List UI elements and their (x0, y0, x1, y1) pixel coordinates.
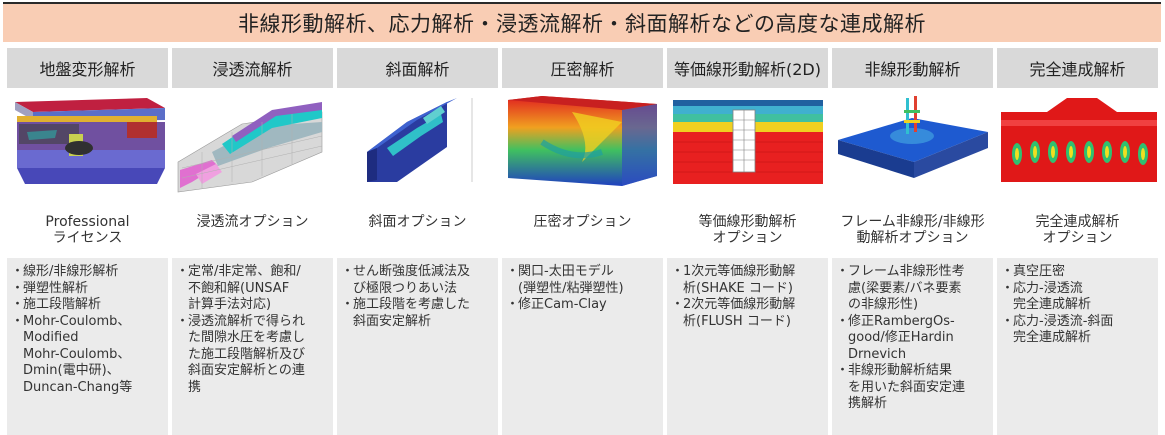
list-item: ・修正RambergOs- good/修正Hardin Drnevich (836, 313, 955, 362)
list-item: ・施工段階解析 (11, 297, 102, 312)
list-item: ・浸透流解析で得られ た間隙水圧を考慮し た施工段階解析及び 斜面安定解析との連… (176, 313, 306, 395)
bullet-icon: ・ (506, 264, 520, 279)
column-header: 圧密解析 (502, 48, 663, 88)
bullet-icon: ・ (836, 313, 850, 329)
bullet-icon: ・ (671, 297, 685, 312)
list-item: ・2次元等価線形動解 析(FLUSH コード) (671, 297, 796, 329)
feature-list: ・せん断強度低減法及 び極限つりあい法 ・施工段階を考慮した 斜面安定解析 (337, 258, 498, 435)
option-label: 斜面オプション (368, 214, 467, 230)
column-fully-coupled: 完全連成解析 (997, 48, 1158, 435)
bullet-icon: ・ (11, 297, 25, 312)
option-label: 圧密オプション (533, 214, 632, 230)
feature-list: ・フレーム非線形性考 慮(梁要素/バネ要素 の非線形性) ・修正RambergO… (832, 258, 993, 435)
list-item: ・定常/非定常、飽和/ 不飽和解(UNSAF 計算手法対応) (176, 264, 301, 312)
list-item: ・応力-浸透流 完全連成解析 (1001, 280, 1092, 313)
list-item: ・修正Cam-Clay (506, 297, 607, 312)
list-item: ・弾塑性解析 (11, 280, 89, 296)
analysis-grid: 地盤変形解析 Professional ライセンス ・線形/非線形解析 ・弾 (0, 48, 1165, 435)
bullet-icon: ・ (176, 264, 190, 279)
list-item: ・応力-浸透流-斜面 完全連成解析 (1001, 313, 1114, 346)
column-nonlinear-dynamic: 非線形動解析 フレーム非線形/非線形 動解析オプション ・フレーム非線形性考 慮… (832, 48, 993, 435)
feature-list: ・関口-太田モデル (弾塑性/粘弾塑性) ・修正Cam-Clay (502, 258, 663, 435)
column-header: 地盤変形解析 (7, 48, 168, 88)
list-item: ・線形/非線形解析 (11, 264, 119, 279)
bullet-icon: ・ (11, 264, 25, 279)
column-header: 非線形動解析 (832, 48, 993, 88)
equivalent-linear-model-image (667, 92, 828, 242)
banner: 非線形動解析、応力解析・浸透流解析・斜面解析などの高度な連成解析 (3, 2, 1161, 42)
column-header: 等価線形動解析(2D) (667, 48, 828, 88)
column-header: 浸透流解析 (172, 48, 333, 88)
bullet-icon: ・ (836, 363, 850, 378)
feature-list: ・定常/非定常、飽和/ 不飽和解(UNSAF 計算手法対応) ・浸透流解析で得ら… (172, 258, 333, 435)
ground-deformation-model-image (7, 92, 168, 242)
list-item: ・せん断強度低減法及 び極限つりあい法 (341, 264, 471, 296)
list-item: ・Mohr-Coulomb、 Modified Mohr-Coulomb、 Dm… (11, 313, 133, 395)
slope-model-image (337, 92, 498, 242)
column-seepage: 浸透流解析 浸透流オプション (172, 48, 333, 435)
option-label: 浸透流オプション (196, 214, 309, 230)
consolidation-model-image (502, 92, 663, 242)
list-item: ・非線形動解析結果 を用いた斜面安定連 携解析 (836, 363, 966, 411)
list-item: ・1次元等価線形動解 析(SHAKE コード) (671, 264, 796, 296)
option-label: フレーム非線形/非線形 動解析オプション (840, 214, 985, 246)
column-header: 完全連成解析 (997, 48, 1158, 88)
column-slope: 斜面解析 斜面オプション ・せん断強度低減法及 び極限つりあい法 ・施工段階を考… (337, 48, 498, 435)
list-item: ・関口-太田モデル (弾塑性/粘弾塑性) (506, 264, 624, 296)
list-item: ・フレーム非線形性考 慮(梁要素/バネ要素 の非線形性) (836, 264, 965, 312)
seepage-model-image (172, 92, 333, 242)
column-consolidation: 圧密解析 圧密オプション ・関 (502, 48, 663, 435)
list-item: ・施工段階を考慮した 斜面安定解析 (341, 297, 471, 329)
column-equivalent-linear: 等価線形動解析(2D) (667, 48, 828, 435)
bullet-icon: ・ (341, 264, 355, 279)
bullet-icon: ・ (1001, 280, 1015, 296)
nonlinear-dynamic-model-image (832, 92, 993, 242)
bullet-icon: ・ (1001, 313, 1015, 329)
bullet-icon: ・ (341, 297, 355, 312)
banner-title: 非線形動解析、応力解析・浸透流解析・斜面解析などの高度な連成解析 (238, 12, 926, 36)
option-label: 等価線形動解析 オプション (698, 214, 797, 246)
fully-coupled-model-image (997, 92, 1158, 242)
bullet-icon: ・ (1001, 264, 1015, 279)
option-label: 完全連成解析 オプション (1035, 214, 1120, 246)
bullet-icon: ・ (11, 313, 25, 329)
bullet-icon: ・ (836, 264, 850, 279)
feature-list: ・線形/非線形解析 ・弾塑性解析 ・施工段階解析 ・Mohr-Coulomb、 … (7, 258, 168, 435)
bullet-icon: ・ (671, 264, 685, 279)
feature-list: ・1次元等価線形動解 析(SHAKE コード) ・2次元等価線形動解 析(FLU… (667, 258, 828, 435)
list-item: ・真空圧密 (1001, 264, 1066, 279)
bullet-icon: ・ (176, 313, 190, 329)
bullet-icon: ・ (11, 280, 25, 296)
column-ground-deformation: 地盤変形解析 Professional ライセンス ・線形/非線形解析 ・弾 (7, 48, 168, 435)
column-header: 斜面解析 (337, 48, 498, 88)
option-label: Professional ライセンス (45, 214, 130, 246)
feature-list: ・真空圧密 ・応力-浸透流 完全連成解析 ・応力-浸透流-斜面 完全連成解析 (997, 258, 1158, 435)
bullet-icon: ・ (506, 297, 520, 312)
